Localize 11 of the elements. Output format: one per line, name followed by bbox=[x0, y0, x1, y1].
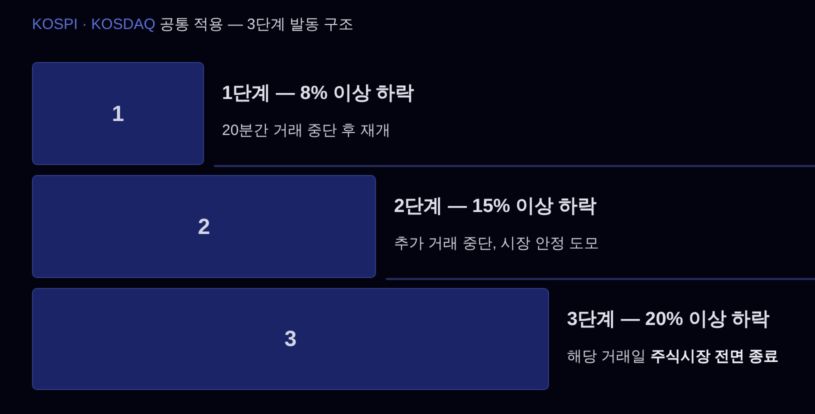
stage-heading: 1단계 — 8% 이상 하락 bbox=[222, 82, 414, 106]
stage-box: 2 bbox=[32, 175, 376, 278]
stage-description: 20분간 거래 중단 후 재개 bbox=[222, 121, 390, 141]
stage-box: 1 bbox=[32, 62, 204, 165]
stage-heading: 2단계 — 15% 이상 하락 bbox=[394, 195, 597, 219]
heading-label: KOSPI · KOSDAQ bbox=[32, 16, 156, 33]
stage-heading: 3단계 — 20% 이상 하락 bbox=[567, 308, 770, 332]
stage-description: 해당 거래일 주식시장 전면 종료 bbox=[567, 347, 779, 367]
stage-description: 추가 거래 중단, 시장 안정 도모 bbox=[394, 234, 600, 254]
title: 공통 적용 — 3단계 발동 구조 bbox=[160, 16, 354, 33]
stage-box: 3 bbox=[32, 288, 549, 390]
